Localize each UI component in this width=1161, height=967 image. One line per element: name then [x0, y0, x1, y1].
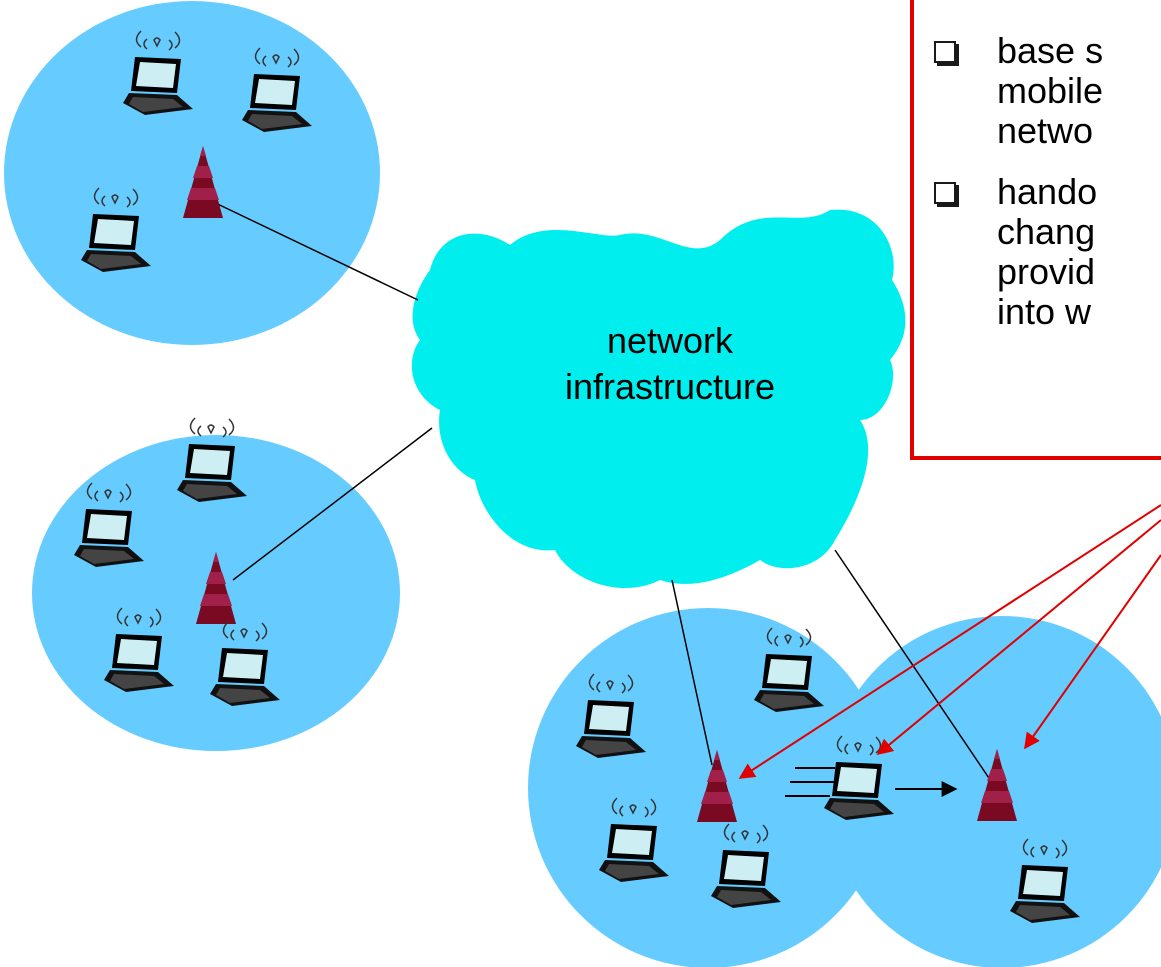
bullet-line: netwo: [997, 110, 1094, 151]
motion-lines: [785, 767, 835, 797]
bullet-box-icon: [934, 182, 956, 204]
link-bottom-right: [834, 549, 998, 791]
bullet-line: hando: [997, 171, 1098, 212]
callout-arrow-to-old-base-station: [738, 504, 1161, 779]
callout-arrow-to-moving-laptop: [876, 519, 1161, 756]
cell-top-left: [4, 1, 380, 345]
callout-box: base s mobile netwo hando chang provid i…: [910, 0, 1161, 460]
link-top-left: [202, 196, 419, 301]
bullet-line: chang: [997, 211, 1096, 252]
network-cloud: [411, 209, 906, 589]
bullet-box-icon: [934, 41, 956, 63]
callout-arrow-to-new-base-station: [1024, 554, 1161, 750]
bullet-line: base s: [997, 30, 1104, 71]
link-bottom-center: [671, 579, 713, 766]
cloud-label: network infrastructure: [545, 318, 795, 410]
bullet-line: mobile: [997, 70, 1104, 111]
link-middle-left: [232, 427, 433, 581]
bullet-line: into w: [997, 291, 1092, 332]
cloud-label-line: network: [606, 320, 734, 361]
bullet-line: provid: [997, 251, 1096, 292]
cloud-label-line: infrastructure: [564, 366, 776, 407]
